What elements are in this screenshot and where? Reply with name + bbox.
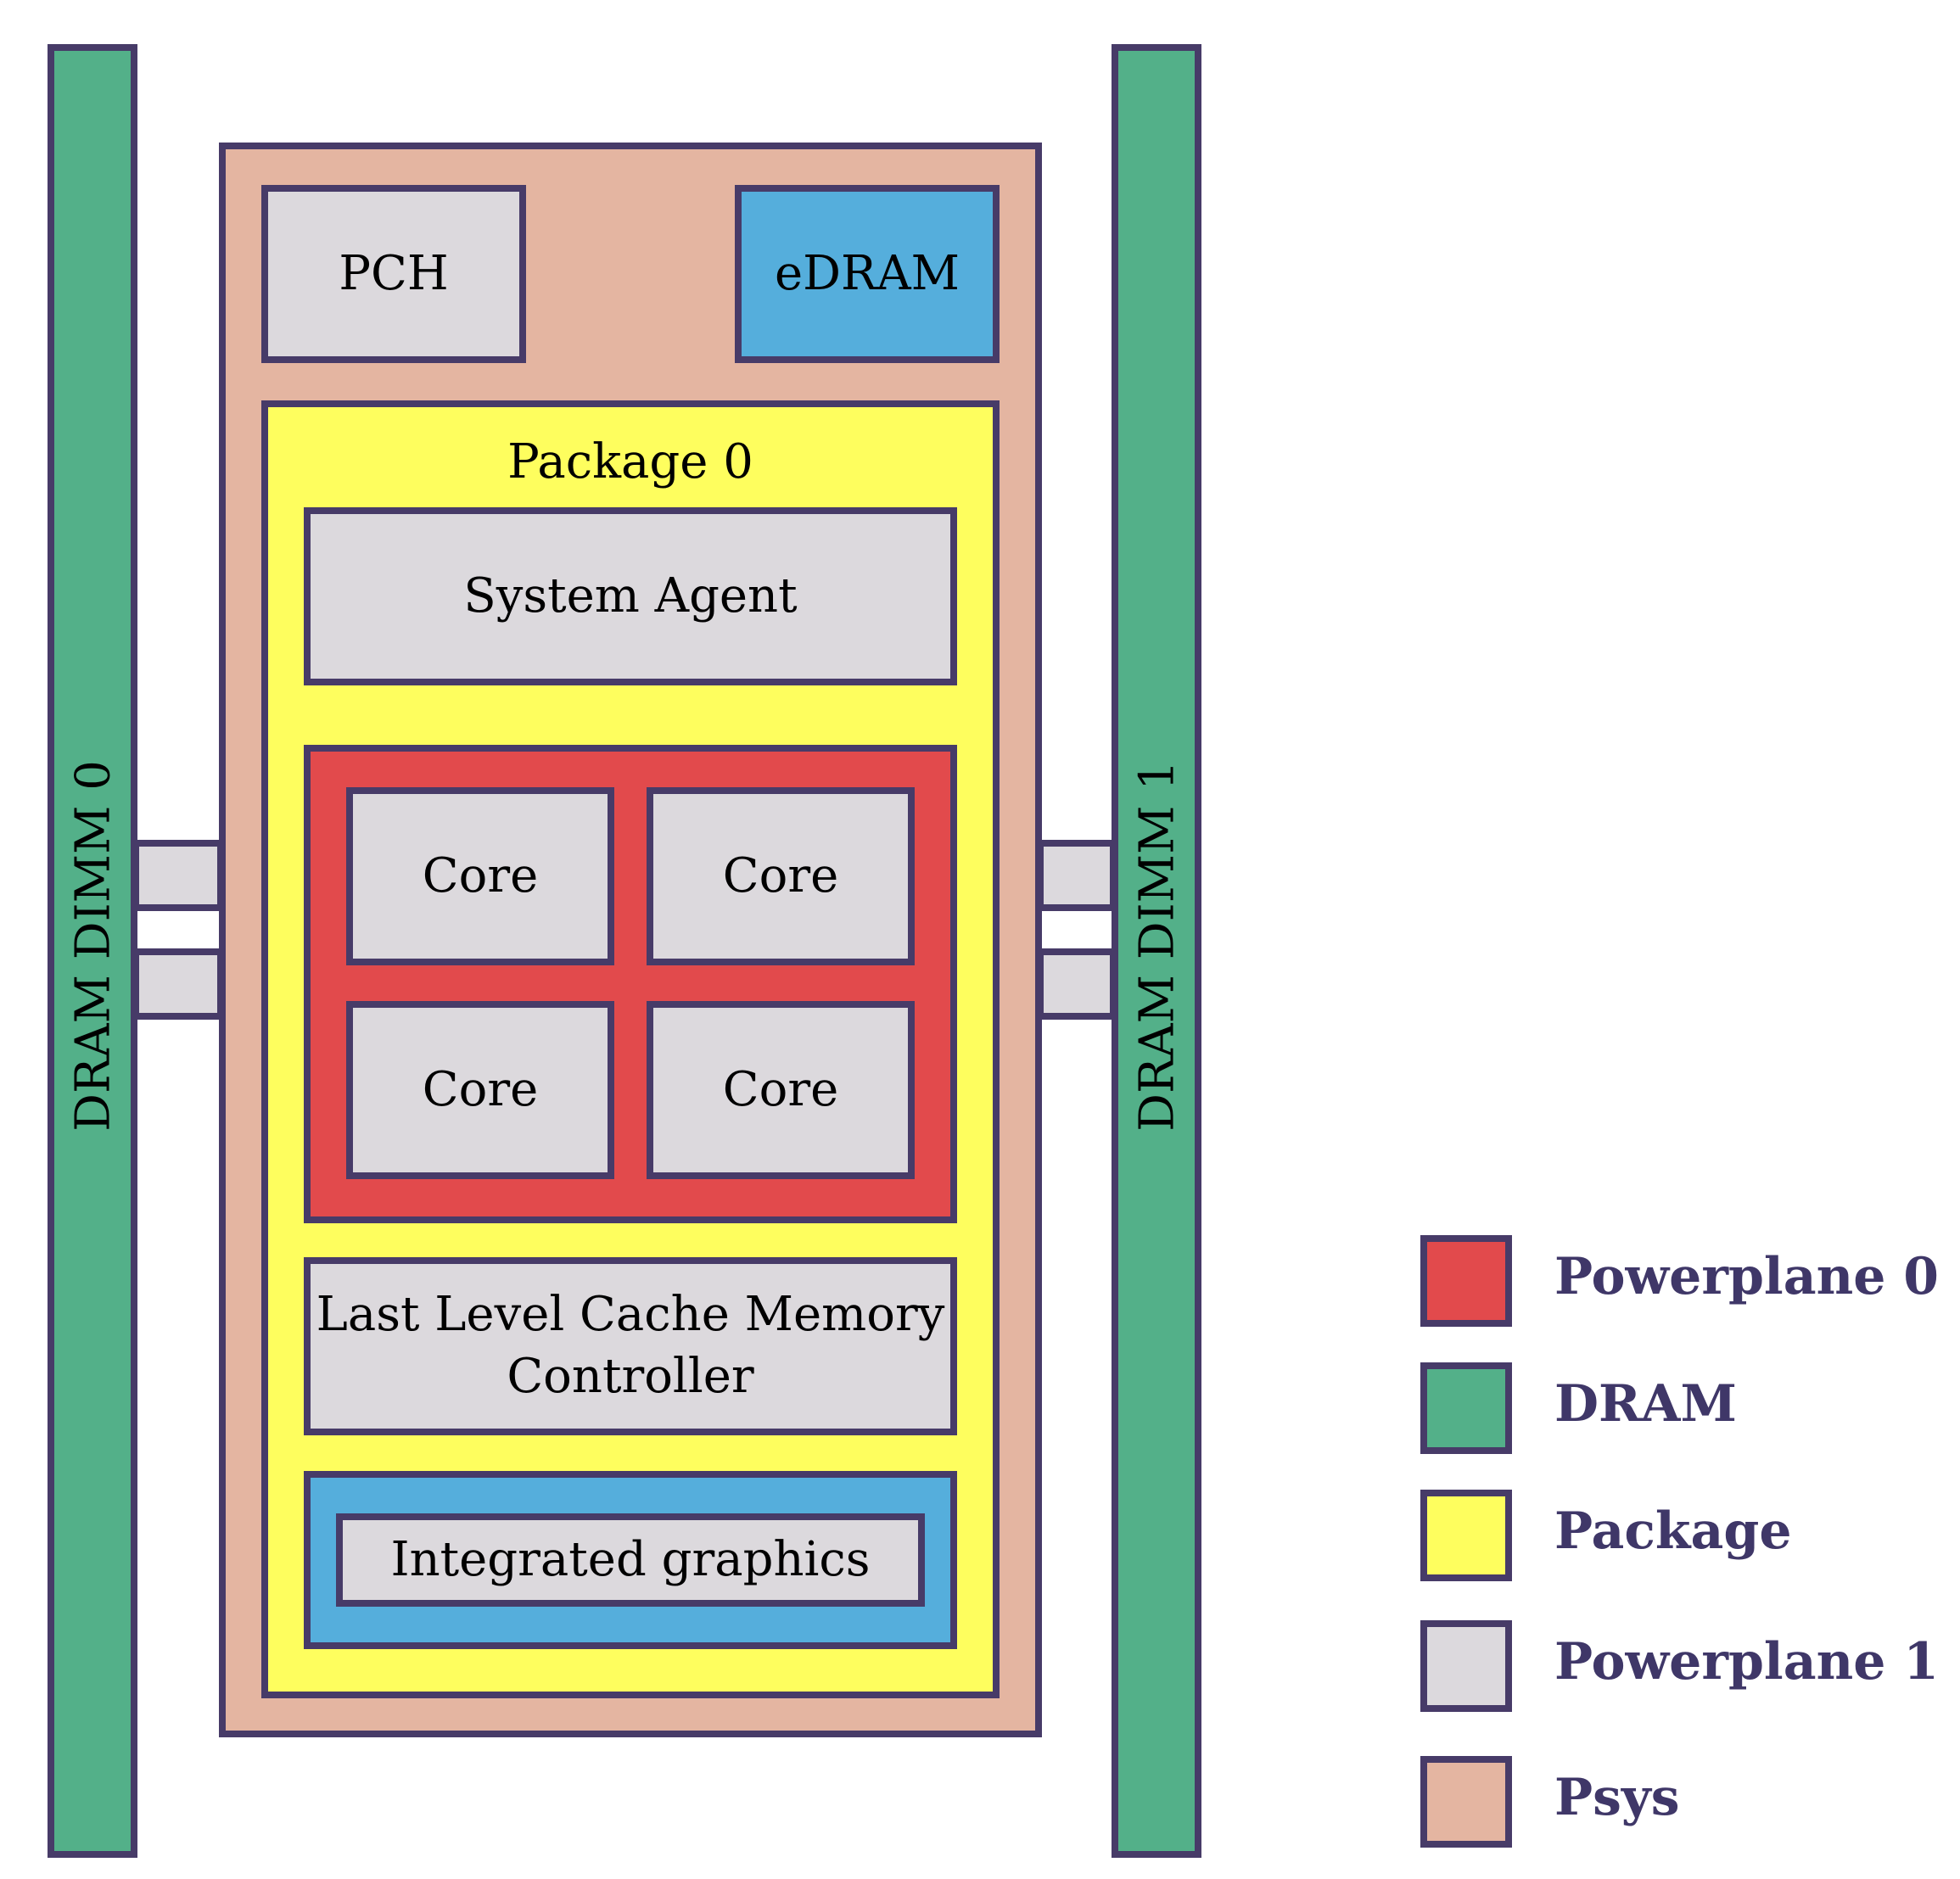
memory-channel-right-2 xyxy=(1037,948,1117,1020)
core-label: Core xyxy=(722,847,839,903)
legend-label: Powerplane 0 xyxy=(1554,1247,1940,1306)
system-agent-label: System Agent xyxy=(463,568,798,624)
core-label: Core xyxy=(722,1061,839,1117)
legend-swatch-psys xyxy=(1420,1756,1512,1848)
legend-swatch-package xyxy=(1420,1490,1512,1581)
pch-label: PCH xyxy=(339,245,449,301)
llc-label-line2: Controller xyxy=(507,1349,754,1404)
legend-label: Package xyxy=(1554,1502,1792,1561)
memory-channel-right-1 xyxy=(1037,840,1117,911)
dram-dimm-1-label: DRAM DIMM 1 xyxy=(1129,760,1185,1132)
legend-label: Psys xyxy=(1554,1768,1680,1827)
pch-block: PCH xyxy=(261,185,526,363)
llc-memory-controller-block: Last Level Cache Memory Controller xyxy=(304,1257,957,1435)
integrated-graphics-label: Integrated graphics xyxy=(390,1531,871,1587)
legend-swatch-powerplane-1 xyxy=(1420,1620,1512,1712)
core-block: Core xyxy=(346,787,614,965)
memory-channel-left-1 xyxy=(132,840,224,911)
edram-block: eDRAM xyxy=(735,185,1000,363)
core-block: Core xyxy=(346,1001,614,1179)
llc-label-line1: Last Level Cache Memory xyxy=(316,1287,945,1343)
legend-label: Powerplane 1 xyxy=(1554,1632,1940,1692)
core-block: Core xyxy=(647,1001,915,1179)
system-agent-block: System Agent xyxy=(304,507,957,685)
legend-swatch-powerplane-0 xyxy=(1420,1235,1512,1327)
core-block: Core xyxy=(647,787,915,965)
package-0-title: Package 0 xyxy=(507,433,753,489)
edram-label: eDRAM xyxy=(775,245,960,301)
core-label: Core xyxy=(422,1061,539,1117)
legend-label: DRAM xyxy=(1554,1374,1737,1434)
integrated-graphics-block: Integrated graphics xyxy=(336,1513,925,1607)
memory-channel-left-2 xyxy=(132,948,224,1020)
dram-dimm-0-label: DRAM DIMM 0 xyxy=(65,760,121,1132)
legend-swatch-dram xyxy=(1420,1362,1512,1454)
core-label: Core xyxy=(422,847,539,903)
